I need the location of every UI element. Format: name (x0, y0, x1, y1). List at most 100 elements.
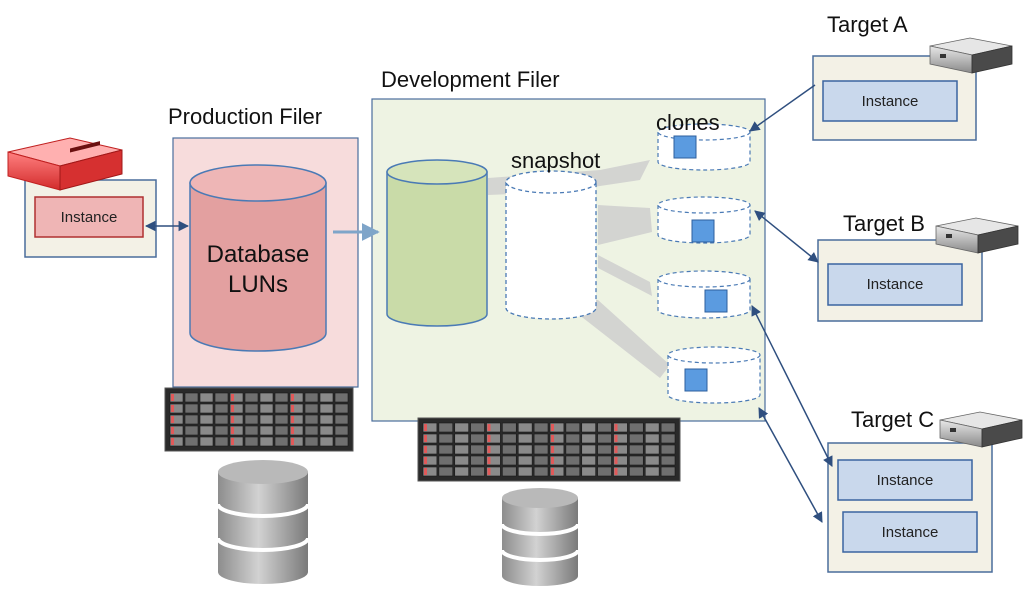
clone-4-square (684, 368, 708, 392)
drive-bay (289, 436, 304, 447)
drive-bay (613, 455, 628, 466)
drive-bay (289, 403, 304, 414)
drive-bay (274, 414, 289, 425)
drive-bay (169, 425, 184, 436)
drive-bay (184, 436, 199, 447)
drive-bay (199, 436, 214, 447)
database-luns-label: Database LUNs (190, 240, 326, 300)
drive-led (171, 405, 174, 412)
clone-2-square (691, 219, 715, 243)
drive-bay (533, 466, 549, 477)
drive-bay (319, 436, 334, 447)
drive-bay (244, 436, 259, 447)
drive-bay (581, 444, 596, 455)
drive-bay (214, 414, 229, 425)
drive-bay (199, 392, 214, 403)
drive-bay (199, 414, 214, 425)
drive-bay (334, 425, 349, 436)
drive-bay (660, 422, 676, 433)
drive-bay (454, 422, 469, 433)
drive-bay (422, 455, 438, 466)
drive-bay (502, 422, 517, 433)
drive-bay (422, 466, 438, 477)
drive-bay (319, 425, 334, 436)
drive-bay (644, 455, 660, 466)
drive-led (424, 446, 427, 453)
drive-bay (304, 425, 319, 436)
target-a-server-icon (929, 37, 1013, 74)
drive-bay (334, 392, 349, 403)
drive-bay (470, 422, 485, 433)
drive-led (424, 457, 427, 464)
drive-bay (517, 433, 533, 444)
database-luns-cylinder (189, 164, 327, 352)
drive-led (231, 405, 234, 412)
target-b-server-icon (935, 217, 1019, 254)
target-c-instance-2-box[interactable] (842, 511, 978, 553)
target-a-instance-label[interactable]: Instance (861, 92, 919, 110)
drive-led (487, 424, 491, 431)
drive-bay (517, 444, 533, 455)
source-instance-box[interactable] (34, 196, 144, 238)
drive-led (171, 416, 174, 423)
drive-bay (184, 392, 199, 403)
drive-bay (502, 466, 517, 477)
drive-bay (169, 403, 184, 414)
production-filer (172, 137, 359, 388)
drive-bay (597, 466, 612, 477)
drive-bay (597, 433, 612, 444)
drive-bay (581, 422, 596, 433)
drive-bay (259, 425, 274, 436)
drive-bay (613, 444, 628, 455)
drive-bay (629, 466, 644, 477)
target-c-instance-2-label[interactable]: Instance (881, 523, 939, 541)
drive-bay (597, 444, 612, 455)
drive-bay (644, 444, 660, 455)
target-c-instance-1-box[interactable] (837, 459, 973, 501)
drive-bay (199, 425, 214, 436)
drive-bay (289, 425, 304, 436)
drive-bay (470, 433, 485, 444)
drive-bay (549, 466, 565, 477)
drive-bay (454, 433, 469, 444)
drive-bay (597, 422, 612, 433)
drive-bay (199, 403, 214, 414)
drive-bay (438, 433, 454, 444)
target-c-instance-1-label[interactable]: Instance (876, 471, 934, 489)
target-c-host (827, 442, 993, 573)
drive-bay (517, 422, 533, 433)
drive-bay (565, 433, 581, 444)
drive-bay (549, 433, 565, 444)
drive-led (231, 438, 234, 445)
drive-bay (470, 466, 485, 477)
drive-led (424, 424, 427, 431)
production-storage-shelf (164, 387, 354, 452)
drive-led (614, 468, 618, 475)
drive-led (291, 427, 294, 434)
drive-bay (438, 444, 454, 455)
drive-bay (214, 403, 229, 414)
drive-bay (244, 414, 259, 425)
drive-bay (486, 444, 501, 455)
drive-led (171, 427, 174, 434)
development-disk-stack (500, 488, 580, 586)
target-b-instance-label[interactable]: Instance (866, 276, 924, 293)
drive-bay (184, 403, 199, 414)
production-disk-stack (216, 460, 310, 584)
clone-1 (657, 123, 751, 171)
drive-led (487, 446, 491, 453)
drive-led (551, 468, 554, 475)
target-c-server-icon (939, 411, 1023, 448)
target-b-instance-box[interactable] (827, 263, 963, 306)
snapshot-cylinder (505, 170, 597, 320)
target-b-host (817, 239, 983, 322)
source-instance-label[interactable]: Instance (60, 208, 118, 226)
drive-led (614, 457, 618, 464)
drive-bay (422, 433, 438, 444)
target-a-instance-box[interactable] (822, 80, 958, 122)
drive-bay (274, 392, 289, 403)
drive-bay (319, 403, 334, 414)
target-a-host (812, 55, 977, 141)
drive-bay (438, 422, 454, 433)
drive-bay (549, 455, 565, 466)
